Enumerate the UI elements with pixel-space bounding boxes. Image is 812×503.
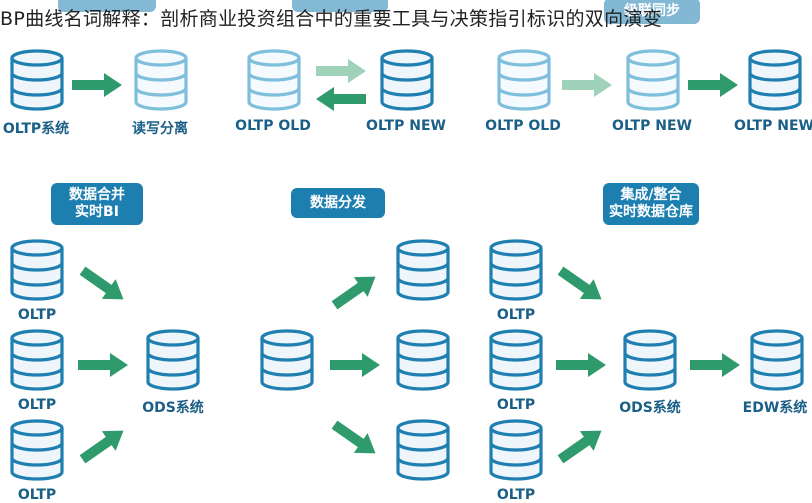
arrow-right-icon <box>314 56 370 90</box>
arrow-up-right-icon <box>328 276 384 310</box>
section-title-integrate: 集成/整合 实时数据仓库 <box>603 183 699 225</box>
arrow-up-right-icon <box>76 430 132 464</box>
database-icon <box>394 238 452 306</box>
label-oltp: OLTP <box>496 307 536 323</box>
label-oltp-new: OLTP NEW <box>366 118 446 134</box>
label-oltp: OLTP <box>496 487 536 503</box>
arrow-left-icon <box>314 84 370 118</box>
arrow-right-icon <box>328 350 384 384</box>
arrow-down-right-icon <box>554 266 610 304</box>
database-icon <box>487 238 545 306</box>
label-oltp: OLTP <box>17 487 57 503</box>
arrow-right-icon <box>76 350 132 384</box>
arrow-down-right-icon <box>328 420 384 458</box>
section-title-distribute: 数据分发 <box>291 188 385 218</box>
database-icon <box>621 328 679 396</box>
label-oltp-new: OLTP NEW <box>612 118 692 134</box>
arrow-right-icon <box>686 70 742 104</box>
arrow-right-icon <box>560 70 616 104</box>
database-icon <box>746 48 804 116</box>
top-pill-left <box>58 0 156 12</box>
database-icon <box>144 328 202 396</box>
label-ods-system: ODS系统 <box>142 400 204 416</box>
database-icon <box>258 328 316 396</box>
database-icon <box>378 48 436 116</box>
database-icon <box>245 48 303 116</box>
database-icon <box>8 418 66 486</box>
database-icon <box>8 238 66 306</box>
arrow-down-right-icon <box>76 266 132 304</box>
label-read-write-split: 读写分离 <box>132 121 188 137</box>
database-icon <box>8 328 66 396</box>
section-title-merge: 数据合并 实时BI <box>51 183 143 225</box>
database-icon <box>487 328 545 396</box>
database-icon <box>624 48 682 116</box>
overlay-title: BP曲线名词解释：剖析商业投资组合中的重要工具与决策指引标识的双向演变 <box>0 8 662 30</box>
label-oltp: OLTP <box>496 397 536 413</box>
database-icon <box>495 48 553 116</box>
label-oltp-old: OLTP OLD <box>235 118 311 134</box>
database-icon <box>394 418 452 486</box>
arrow-up-right-icon <box>554 430 610 464</box>
label-ods-system: ODS系统 <box>619 400 681 416</box>
label-oltp-system: OLTP系统 <box>2 121 70 137</box>
database-icon <box>132 48 190 116</box>
database-icon <box>394 328 452 396</box>
arrow-right-icon <box>70 70 126 104</box>
label-edw-system: EDW系统 <box>742 400 808 416</box>
label-oltp: OLTP <box>17 397 57 413</box>
arrow-right-icon <box>688 350 744 384</box>
label-oltp-new: OLTP NEW <box>734 118 812 134</box>
label-oltp: OLTP <box>17 307 57 323</box>
top-pill-right: 级联同步 <box>604 0 700 24</box>
label-oltp-old: OLTP OLD <box>485 118 561 134</box>
database-icon <box>487 418 545 486</box>
database-icon <box>748 328 806 396</box>
database-icon <box>8 48 66 116</box>
arrow-right-icon <box>554 350 610 384</box>
top-pill-middle <box>292 0 388 12</box>
